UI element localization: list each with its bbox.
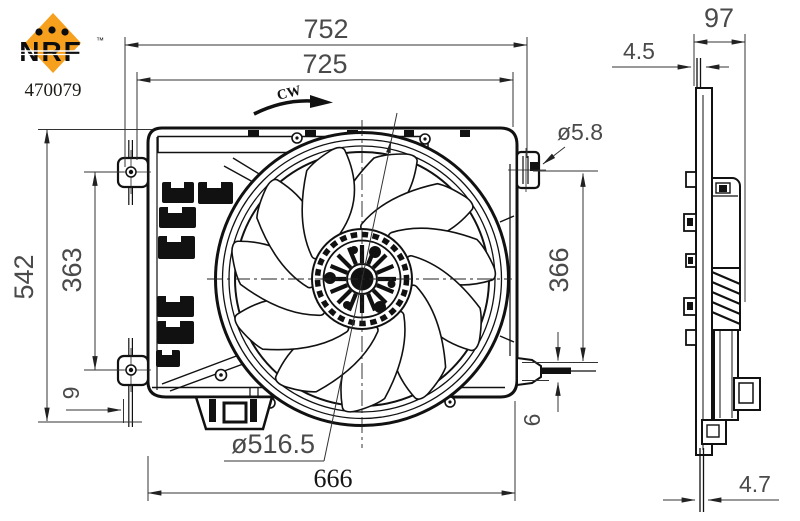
dim-6-label: 6 [519,414,545,427]
dim-4-5: 4.5 [612,38,729,70]
shroud-profile [695,87,713,456]
dim-666: 666 [147,401,516,501]
motor-profile [711,177,761,421]
dim-4-7: 4.7 [663,471,779,503]
nrf-diamond-icon [25,13,81,73]
logo-dots [35,26,69,36]
dim-752-label: 752 [303,14,348,44]
cw-label: CW [276,83,303,103]
dim-725-label: 725 [302,49,347,79]
rotation-direction: CW [253,83,333,116]
side-view-dimensions: 97 4.5 4.7 [612,3,779,503]
dim-666-label: 666 [314,464,353,493]
bottom-mounting-bracket [194,395,274,431]
side-view: 97 4.5 4.7 [612,3,779,512]
hub-bolts [324,246,396,313]
profile-tab-hooks [687,218,693,310]
dim-366: 366 [544,172,586,362]
dim-9-label: 9 [58,387,84,400]
dim-366-label: 366 [544,247,574,292]
mounting-tab-top-right [508,148,546,192]
dim-hole-5-8: ø5.8 [533,119,603,172]
vent-slots [156,182,233,367]
part-number: 470079 [25,80,82,101]
dim-4-5-label: 4.5 [623,38,655,64]
cw-arrow [253,99,313,116]
dim-97: 97 [693,3,746,302]
dim-363: 363 [57,171,124,371]
dim-fan-diameter: ø516.5 [224,112,398,462]
mounting-tab-bottom-left [108,338,151,427]
profile-foot [701,419,727,445]
dim-97-label: 97 [704,3,734,33]
brand-logo: NRF ™ 470079 [10,13,104,101]
dim-542: 542 [9,129,152,423]
dim-4-7-label: 4.7 [739,471,771,497]
dim-6: 6 [519,332,561,427]
locating-pin [541,367,571,374]
dim-516-5-label: ø516.5 [231,429,315,459]
dim-363-label: 363 [57,247,87,292]
mounting-tab-bottom-right [516,356,598,387]
centerlines [207,120,512,448]
dim-542-label: 542 [9,254,39,299]
trademark-symbol: ™ [96,36,104,45]
dim-725: 725 [136,49,514,160]
dim-9: 9 [58,387,124,423]
side-profile [683,58,761,512]
front-view-dimensions: 752 725 CW 542 [9,14,603,501]
leader-arrow [386,140,391,154]
front-view: 752 725 CW 542 [9,14,603,501]
dim-752: 752 [124,14,528,167]
dim-5-8-label: ø5.8 [557,119,603,145]
